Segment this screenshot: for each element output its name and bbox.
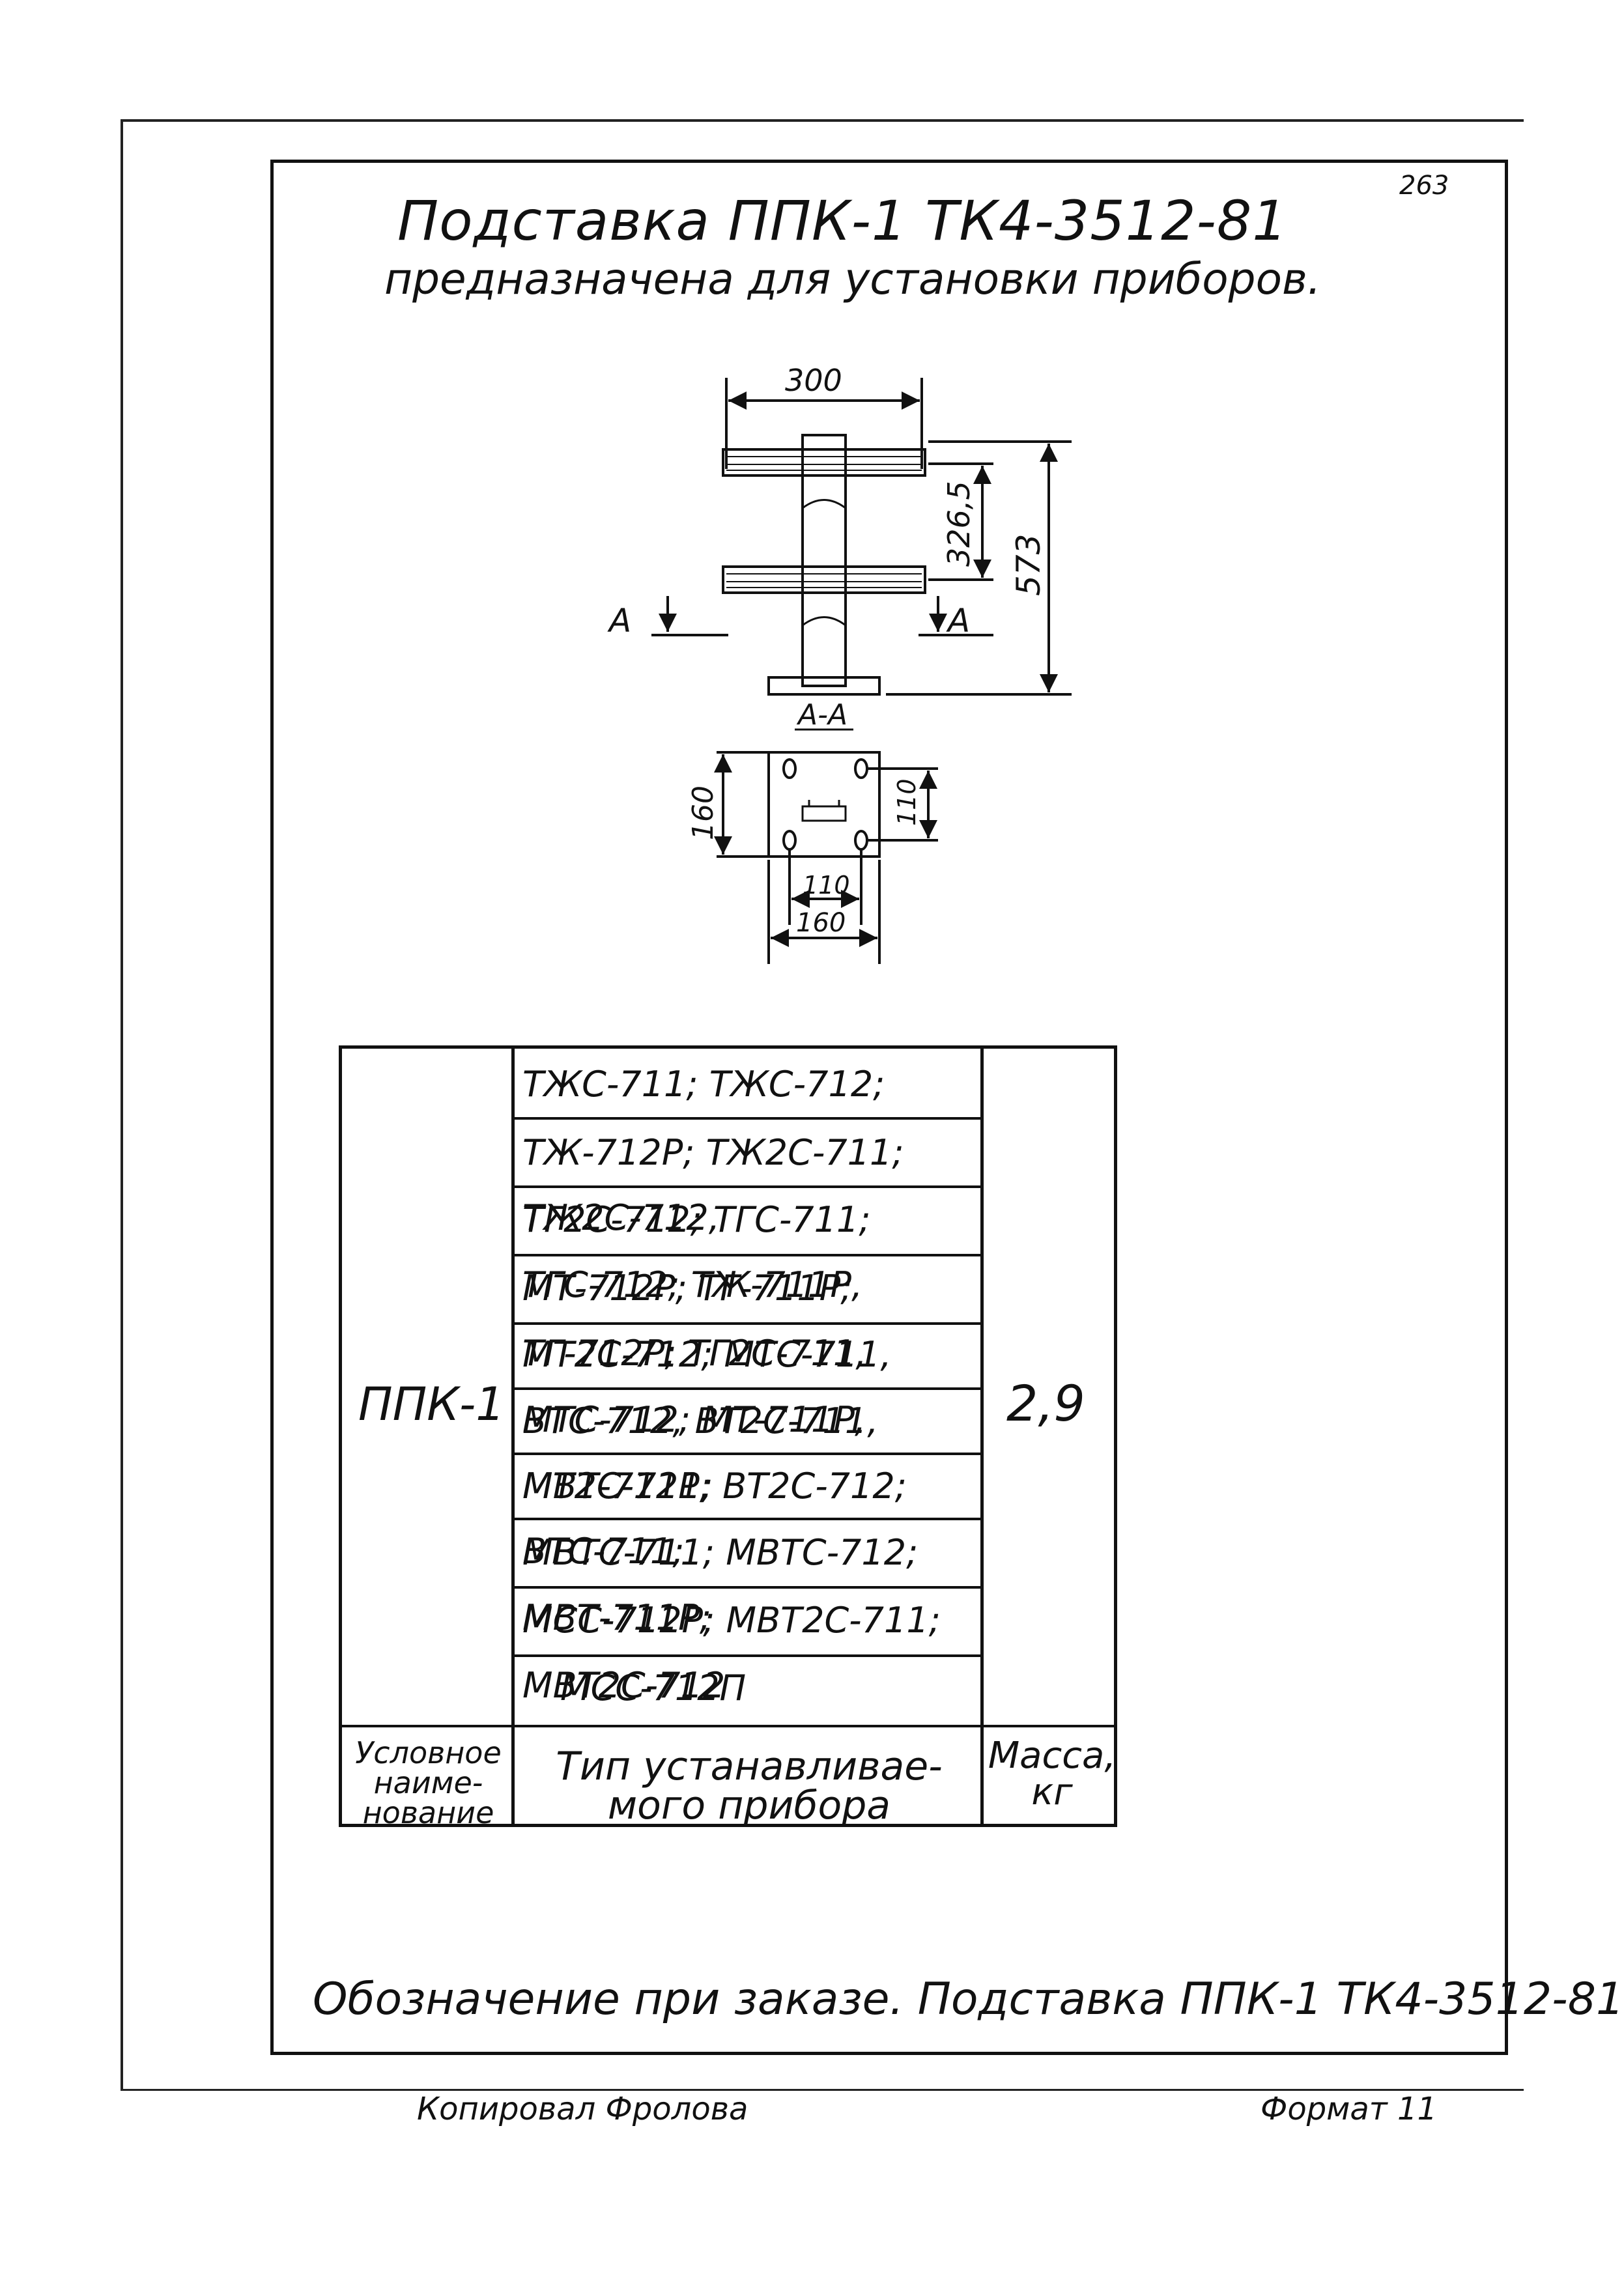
device-row: МВТС-711; МВТС-712; МВТ-711Р; bbox=[522, 1532, 919, 1638]
header-divider bbox=[342, 1725, 1114, 1727]
section-plate bbox=[767, 751, 881, 858]
device-row: МТ2С-712; МТС-711, МТС-712; МТ-711Р, bbox=[522, 1334, 892, 1440]
device-row: МСС-712П bbox=[560, 1667, 747, 1709]
mounting-hole bbox=[854, 758, 868, 779]
product-mass: 2,9 bbox=[1006, 1374, 1085, 1432]
dimension-label: 160 bbox=[687, 786, 720, 840]
column bbox=[801, 434, 847, 687]
top-shelf bbox=[722, 448, 926, 477]
copied-by: Копировал Фролова bbox=[417, 2091, 748, 2127]
device-row: ВТС-712, ВТ2С-711, МТ2С-711; bbox=[522, 1400, 879, 1507]
device-row: ТЖ-712Р; ТЖ2С-711; ТЖ2С-712, bbox=[522, 1132, 904, 1238]
header-name: Условное наиме- нование bbox=[355, 1735, 502, 1830]
title-line-1: Подставка ППК-1 ТК4-3512-81 bbox=[397, 189, 1288, 253]
dimension-label: 300 bbox=[785, 363, 842, 398]
mounting-hole bbox=[782, 830, 797, 851]
dimension-label: 110 bbox=[892, 778, 921, 826]
section-mark-left: А bbox=[607, 602, 631, 640]
dimension-label: 160 bbox=[796, 908, 846, 938]
base-plate bbox=[767, 676, 881, 696]
mounting-hole bbox=[854, 830, 868, 851]
table-divider bbox=[980, 1049, 984, 1824]
outer-frame bbox=[121, 119, 1524, 2091]
stand-drawing: 300 326,5 573 А А А-А 160 110 110 160 bbox=[607, 363, 1072, 964]
title-line-2: предназначена для установки приборов. bbox=[384, 254, 1321, 304]
section-title: А-А bbox=[796, 698, 848, 731]
dimension-label: 110 bbox=[803, 871, 850, 900]
device-row: МСС-712Р; МВТ2С-711; МВТ2С-712 bbox=[522, 1600, 941, 1706]
section-mark-right: А bbox=[946, 602, 970, 640]
dimension-label: 573 bbox=[1010, 534, 1047, 596]
mounting-hole bbox=[782, 758, 797, 779]
header-mass: Масса, кг bbox=[988, 1735, 1117, 1813]
sheet-format: Формат 11 bbox=[1261, 2091, 1438, 2127]
product-name: ППК-1 bbox=[358, 1378, 505, 1431]
table-divider bbox=[511, 1049, 515, 1824]
page-number: 263 bbox=[1399, 171, 1449, 201]
header-type: Тип устанавливае- мого прибора bbox=[556, 1744, 943, 1828]
drawing-frame bbox=[270, 160, 1508, 2055]
device-row: МВТ-712Р; ВТ2С-712; ВТС-711; bbox=[522, 1466, 907, 1572]
device-row: МТ-712Р; ТГ-711Р; ТГ-712Р; ТГ2С-711, bbox=[522, 1268, 867, 1374]
spec-table: ППК-1 2,9 ТЖС-711; ТЖС-712; ТЖ-712Р; ТЖ2… bbox=[339, 1045, 1117, 1830]
middle-shelf bbox=[722, 565, 926, 594]
dimension-label: 326,5 bbox=[941, 481, 976, 567]
device-row: ТЖС-711; ТЖС-712; bbox=[522, 1064, 885, 1105]
order-designation: Обозначение при заказе. Подставка ППК-1 … bbox=[313, 1974, 1624, 2025]
device-row: ТГ2С-712; ТГС-711; ТГС-712; ТЖ-711Р, bbox=[522, 1199, 871, 1305]
